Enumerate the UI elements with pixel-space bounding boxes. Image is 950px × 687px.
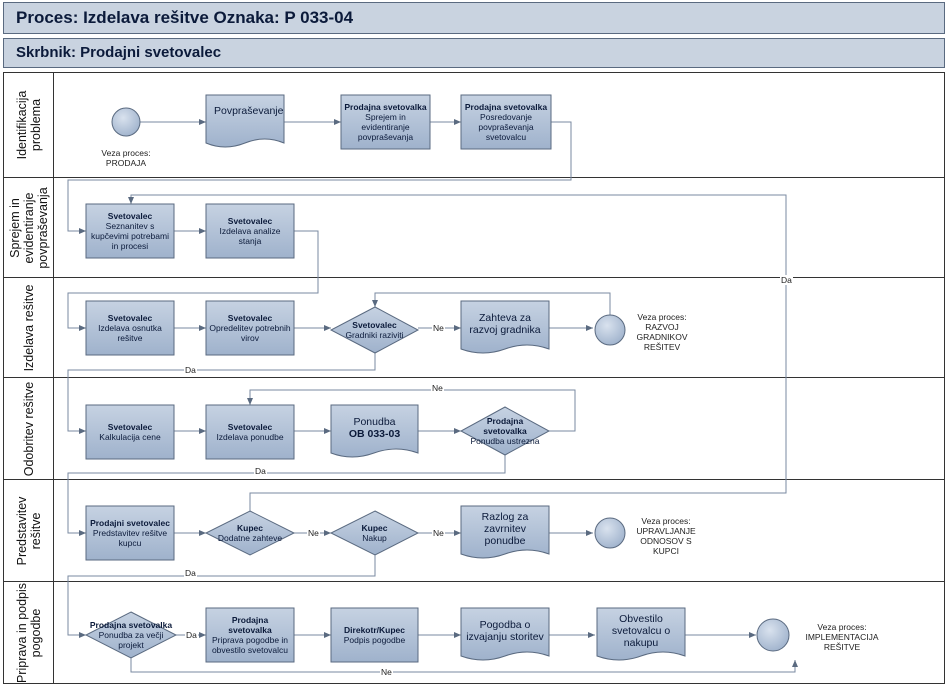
upravljanje-connector-note: Veza proces: UPRAVLJANJE ODNOSOV S KUPCI <box>636 516 696 556</box>
connector-implementacija <box>756 618 790 652</box>
connector-razvoj <box>594 314 626 346</box>
process-ponudba <box>205 404 295 460</box>
process-sprejem <box>340 94 431 150</box>
edge-label-da: Da <box>780 275 793 285</box>
document-povprasevanje <box>205 94 285 148</box>
edge-label-da: Da <box>184 365 197 375</box>
edge-label-da: Da <box>184 568 197 578</box>
implementacija-connector-note: Veza proces: IMPLEMENTACIJA REŠITVE <box>805 622 879 652</box>
document-obvestilo <box>596 607 686 661</box>
flow-lines <box>67 119 798 673</box>
lane-priprava: Priprava in podpis pogodbe <box>4 581 944 683</box>
process-priprava <box>205 607 295 663</box>
document-ponudba <box>330 404 419 458</box>
process-title: Proces: Izdelava rešitve Oznaka: P 033-0… <box>3 2 945 34</box>
process-kalkulacija <box>85 404 175 460</box>
lane-izdelava: Izdelava rešitve <box>4 277 944 377</box>
razvoj-connector-note: Veza proces: RAZVOJ GRADNIKOV REŠITEV <box>636 312 688 352</box>
process-analiza <box>205 203 295 259</box>
swimlanes: Identifikacija problema Sprejem in evide… <box>3 72 945 684</box>
edge-label-ne: Ne <box>380 667 393 677</box>
edge-label-ne: Ne <box>307 528 320 538</box>
process-seznanitev <box>85 203 175 259</box>
start-event <box>111 107 141 137</box>
edge-label-da: Da <box>254 466 267 476</box>
edge-label-ne: Ne <box>432 528 445 538</box>
document-razlog <box>460 505 550 559</box>
process-osnutek <box>85 300 175 356</box>
lane-sprejem: Sprejem in evidentiranje povpraševanja <box>4 177 944 277</box>
lane-identifikacija: Identifikacija problema <box>4 73 944 177</box>
process-owner: Skrbnik: Prodajni svetovalec <box>3 38 945 68</box>
start-connector-note: Veza proces: PRODAJA <box>101 148 151 168</box>
document-pogodba <box>460 607 550 661</box>
edge-label-ne: Ne <box>432 323 445 333</box>
connector-upravljanje <box>594 517 626 549</box>
lane-predstavitev: Predstavitev rešitve <box>4 479 944 581</box>
process-viri <box>205 300 295 356</box>
edge-label-da: Da <box>185 630 198 640</box>
decision-nakup <box>329 510 420 556</box>
decision-dodatne <box>204 510 296 556</box>
decision-ustrezna <box>459 406 551 456</box>
process-predstavitev <box>85 505 175 561</box>
process-posredovanje <box>460 94 552 150</box>
decision-gradniki <box>329 306 420 354</box>
edge-label-ne: Ne <box>431 383 444 393</box>
document-zahteva <box>460 300 550 354</box>
process-podpis <box>330 607 419 663</box>
lane-odobritev: Odobritev rešitve <box>4 377 944 479</box>
decision-vecji <box>84 611 178 659</box>
